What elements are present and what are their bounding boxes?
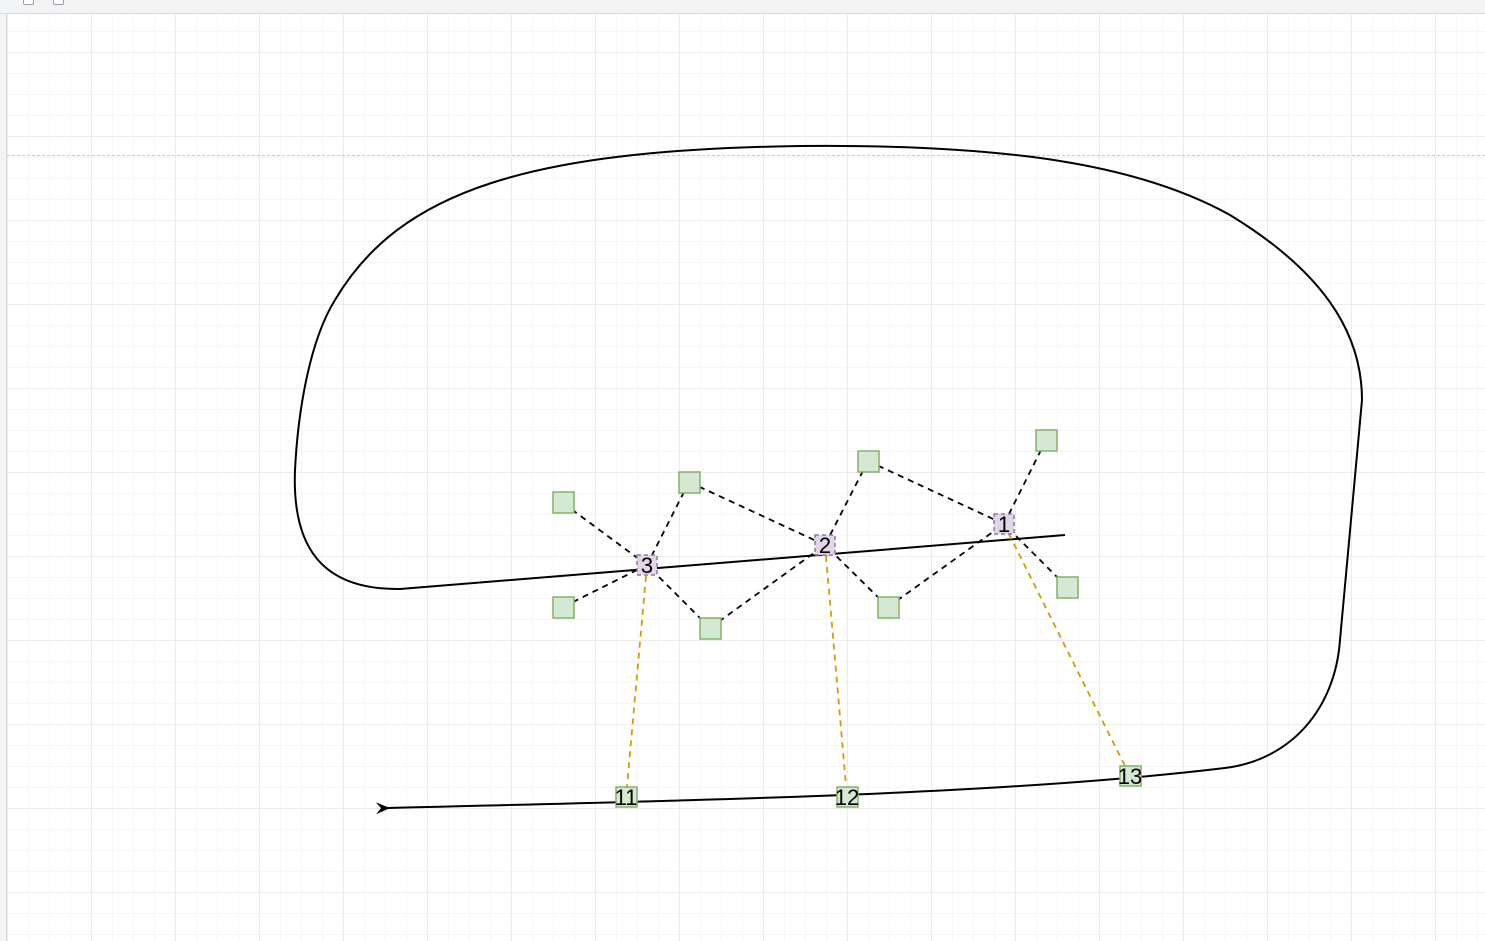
purple-nodes: 3 2 1 xyxy=(636,512,1015,578)
main-curve[interactable] xyxy=(293,144,1364,815)
green-node[interactable] xyxy=(1056,576,1079,599)
dashed-link xyxy=(887,523,1005,608)
green-node-11[interactable]: 11 xyxy=(615,785,638,810)
green-node[interactable] xyxy=(552,596,575,619)
dashed-link xyxy=(646,481,690,566)
orange-link xyxy=(1003,523,1131,777)
dashed-link xyxy=(1003,439,1047,525)
left-rail xyxy=(0,14,7,941)
dashed-link xyxy=(867,460,1005,525)
dashed-link xyxy=(688,481,826,546)
purple-node-2[interactable]: 2 xyxy=(814,533,836,558)
green-node[interactable] xyxy=(877,596,900,619)
toolbar-strip xyxy=(0,0,1485,14)
document-icon[interactable] xyxy=(23,0,34,5)
green-node-label: 11 xyxy=(615,785,638,810)
green-node-12[interactable]: 12 xyxy=(835,785,859,810)
dashed-links xyxy=(562,439,1068,629)
green-node[interactable] xyxy=(1035,429,1058,452)
orange-links xyxy=(625,523,1131,798)
diagram-canvas[interactable] xyxy=(7,14,1485,941)
orange-link xyxy=(625,564,648,798)
green-node-13[interactable]: 13 xyxy=(1118,764,1142,789)
dashed-link xyxy=(562,564,648,608)
purple-node-1[interactable]: 1 xyxy=(993,512,1015,537)
green-node-label: 13 xyxy=(1118,764,1142,789)
green-node[interactable] xyxy=(552,491,575,514)
green-node[interactable] xyxy=(678,471,701,494)
page-icon[interactable] xyxy=(53,0,64,5)
purple-node-label: 1 xyxy=(998,512,1010,537)
orange-link xyxy=(824,544,848,798)
dashed-link xyxy=(824,460,869,546)
purple-node-label: 2 xyxy=(819,533,831,558)
dashed-link xyxy=(562,502,648,566)
purple-node-3[interactable]: 3 xyxy=(636,553,658,578)
dashed-link xyxy=(709,544,826,629)
green-nodes xyxy=(552,429,1079,640)
page-break-line xyxy=(7,155,1485,156)
purple-node-label: 3 xyxy=(641,553,653,578)
labeled-green-nodes: 11 12 13 xyxy=(615,764,1143,810)
green-node[interactable] xyxy=(699,617,722,640)
green-node-label: 12 xyxy=(835,785,859,810)
green-node[interactable] xyxy=(857,450,880,473)
